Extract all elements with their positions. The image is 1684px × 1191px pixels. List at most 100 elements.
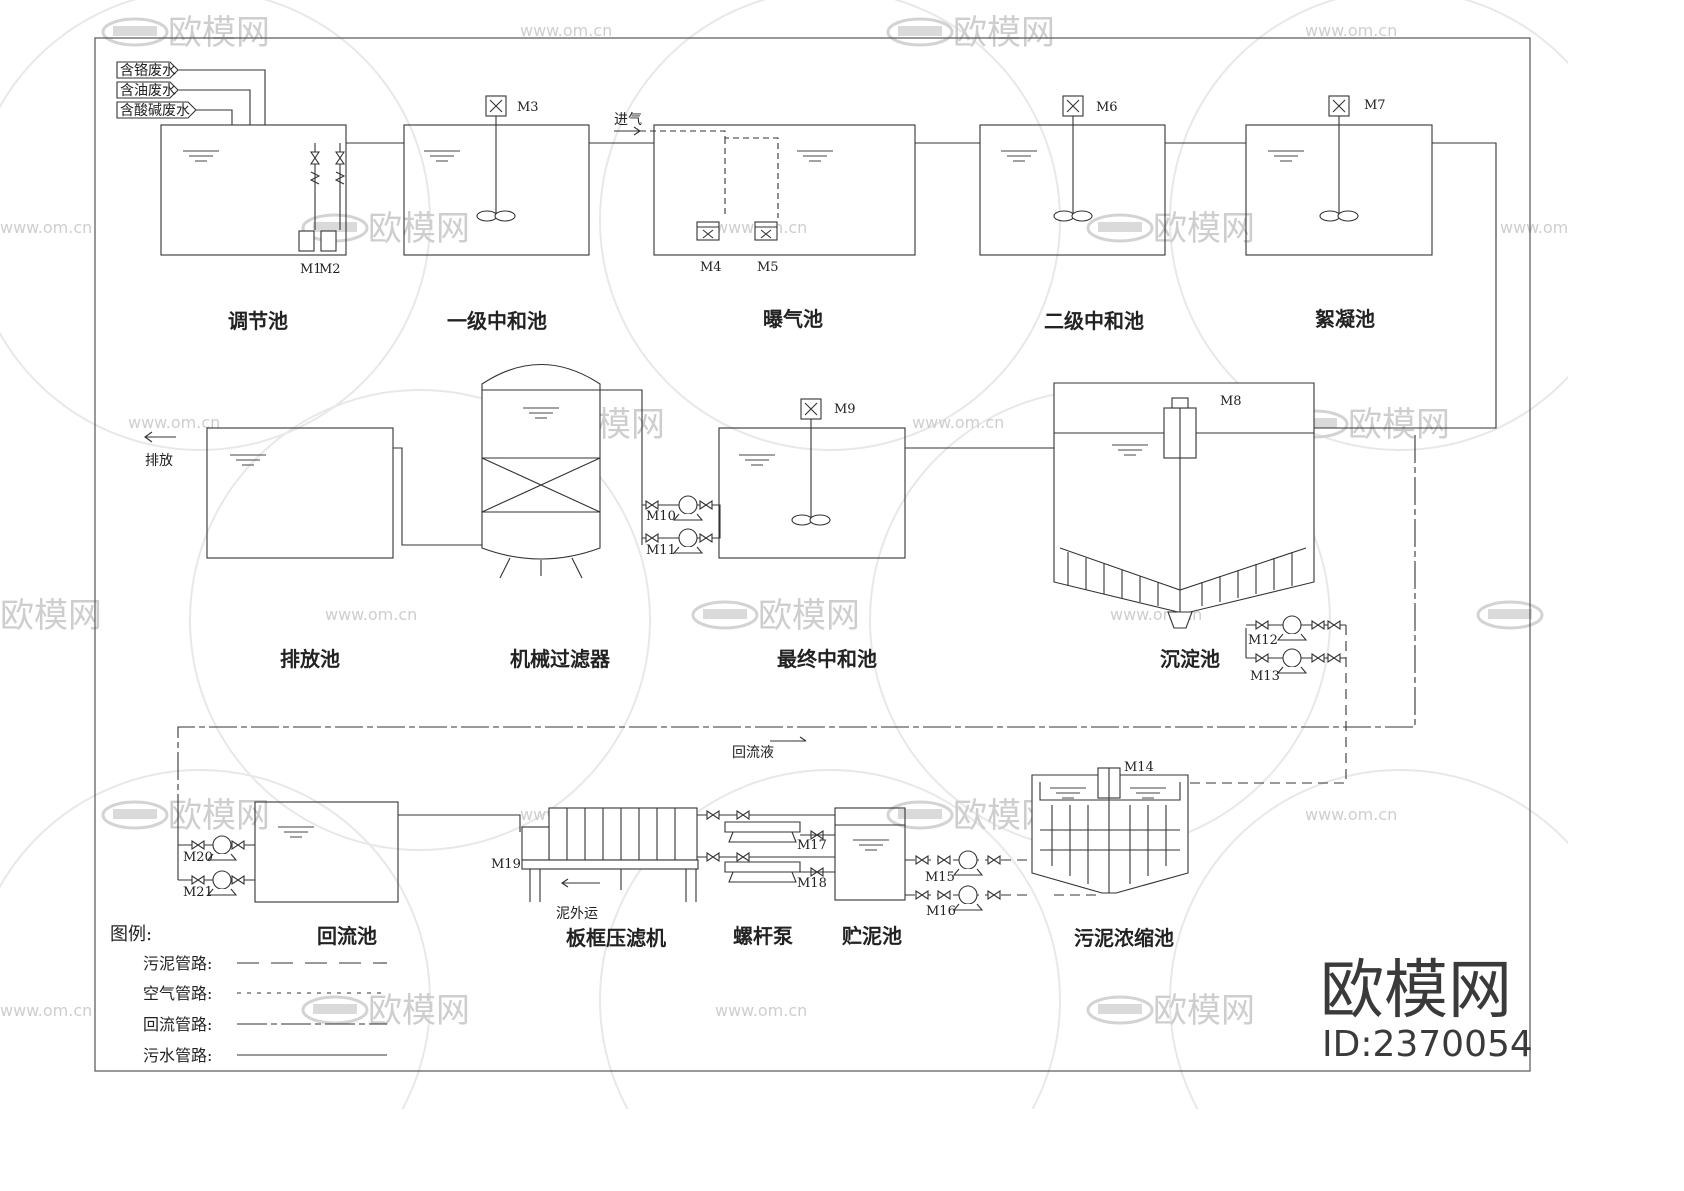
neutral1-tank-label: 一级中和池: [447, 309, 547, 333]
process-flow-diagram: 欧模网 欧模网 欧模网 欧模网 欧模网 欧模网 欧模网 欧模网 欧模网 欧模网 …: [0, 0, 1568, 1109]
unit-labels: 调节池 一级中和池 曝气池 二级中和池 絮凝池 排放池 机械过滤器 最终中和池 …: [228, 307, 1375, 950]
settling-sludge-pumps: [1180, 615, 1347, 784]
return-tank: [254, 801, 399, 903]
thickener-pumps: [905, 850, 1032, 911]
tag-m9: M9: [834, 402, 856, 417]
adjust-tank: [160, 124, 347, 256]
tag-m21: M21: [183, 885, 213, 900]
watermark-brand: 欧模网: [368, 209, 470, 249]
watermark-id: ID:2370054: [1322, 1024, 1533, 1065]
tag-m6: M6: [1096, 100, 1118, 115]
tag-m11: M11: [646, 543, 676, 558]
tag-m13: M13: [1250, 669, 1280, 684]
sludge-storage-label: 贮泥池: [841, 924, 902, 948]
legend-air-label: 空气管路:: [143, 984, 212, 1003]
filter-press-frame: [521, 807, 699, 902]
discharge-tank-label: 排放池: [280, 647, 340, 671]
tag-m18: M18: [797, 876, 827, 891]
drawing-frame: [94, 37, 1531, 1072]
filtrate-return-pipe: [398, 814, 521, 832]
watermark-url: www.om.cn: [1305, 21, 1397, 40]
tag-m16: M16: [926, 904, 956, 919]
neutral2-mixer: [1053, 95, 1093, 222]
watermark-url: www.om.cn: [325, 605, 417, 624]
sludge-thickener: [1031, 767, 1189, 894]
tag-m20: M20: [183, 850, 213, 865]
discharge-tank: [206, 427, 394, 559]
settling-tank-label: 沉淀池: [1160, 647, 1220, 671]
inflow-labels: 含铬废水 含油废水 含酸碱废水: [120, 63, 190, 119]
aeration-tank: [653, 124, 916, 256]
return-tank-label: 回流池: [317, 924, 377, 948]
screw-pumps: [697, 810, 835, 883]
legend-sewage-label: 污水管路:: [143, 1046, 212, 1065]
inflow-label-acid-alkali: 含酸碱废水: [120, 103, 190, 119]
return-liquid-label: 回流液: [732, 745, 774, 761]
watermark-url: www.om.cn: [715, 1001, 807, 1020]
tag-m8: M8: [1220, 394, 1242, 409]
tag-m12: M12: [1248, 633, 1278, 648]
watermark-corner-brand: 欧模网: [1320, 954, 1512, 1028]
watermark-brand: 欧模网: [168, 13, 270, 53]
tag-m5: M5: [757, 260, 779, 275]
tag-m19: M19: [491, 857, 521, 872]
tag-m1: M1: [300, 262, 322, 277]
legend: 图例: 污泥管路: 空气管路: 回流管路: 污水管路:: [110, 924, 212, 1065]
tag-m10: M10: [646, 509, 676, 524]
tag-m17: M17: [797, 838, 827, 853]
watermark-brand: 欧模网: [168, 796, 270, 836]
equipment-tags: M1 M2 M3 M4 M5 M6 M7 M8 M9 M10 M11 M12 M…: [183, 98, 1386, 919]
watermark-brand: 欧模网: [368, 991, 470, 1031]
aeration-blowers: [614, 126, 779, 241]
inflow-label-chromium: 含铬废水: [120, 63, 176, 79]
tag-m15: M15: [925, 870, 955, 885]
legend-return-label: 回流管路:: [143, 1015, 212, 1034]
watermark-layer: 欧模网 欧模网 欧模网 欧模网 欧模网 欧模网 欧模网 欧模网 欧模网 欧模网 …: [0, 0, 1568, 1109]
inflow-label-oil: 含油废水: [120, 83, 176, 99]
settling-scraper-arms: [1067, 552, 1293, 606]
floc-tank-label: 絮凝池: [1315, 307, 1375, 331]
return-flow-arrow: [770, 736, 807, 742]
final-neutral-tank-label: 最终中和池: [777, 647, 877, 671]
sewage-pipe-row1: [346, 142, 1497, 429]
settling-tank: [1053, 382, 1315, 629]
final-neutral-tank: [718, 427, 906, 559]
diagram-svg: 欧模网 欧模网 欧模网 欧模网 欧模网 欧模网 欧模网 欧模网 欧模网 欧模网 …: [0, 0, 1568, 1109]
tag-m2: M2: [319, 262, 341, 277]
mechanical-filter-vessel: [481, 363, 601, 579]
inflow-tags: [116, 61, 266, 125]
return-pumps: [177, 808, 255, 896]
sludge-out-label: 泥外运: [556, 906, 598, 922]
tag-m3: M3: [517, 100, 539, 115]
watermark-url: www.om.cn: [128, 413, 220, 432]
discharge-label: 排放: [145, 453, 173, 469]
sludge-storage-tank: [834, 807, 906, 901]
neutral2-tank-label: 二级中和池: [1044, 309, 1144, 333]
tag-m7: M7: [1364, 98, 1386, 113]
filter-outlet-pipe: [393, 447, 482, 546]
watermark-url: www.om.cn: [912, 413, 1004, 432]
mechanical-filter-label: 机械过滤器: [510, 647, 611, 671]
filter-press-label: 板框压滤机: [566, 926, 666, 950]
legend-title: 图例:: [110, 924, 152, 945]
watermark-brand: 欧模网: [953, 13, 1055, 53]
adjust-tank-pumps: [298, 143, 346, 252]
watermark-brand: 欧模网: [0, 596, 102, 636]
filter-feed-pumps: [600, 389, 721, 554]
sludge-thickener-label: 污泥浓缩池: [1074, 926, 1174, 950]
watermark-brand: 欧模网: [758, 596, 860, 636]
neutral1-mixer: [476, 95, 516, 222]
watermark-brand: 欧模网: [1348, 405, 1450, 445]
watermark-url: www.om.cn: [1500, 218, 1568, 237]
return-pipe: [177, 435, 1416, 808]
floc-mixer: [1319, 95, 1359, 222]
watermark-brand: 欧模网: [1153, 209, 1255, 249]
discharge-arrow: [144, 431, 176, 443]
tag-m14: M14: [1124, 760, 1154, 775]
legend-lines: [237, 962, 387, 1056]
watermark-brand: 欧模网: [1153, 991, 1255, 1031]
air-inlet-label: 进气: [614, 112, 642, 128]
legend-sludge-label: 污泥管路:: [143, 954, 212, 973]
final-neutral-mixer: [791, 398, 831, 526]
flow-labels: 进气 排放 回流液 泥外运: [145, 112, 774, 922]
